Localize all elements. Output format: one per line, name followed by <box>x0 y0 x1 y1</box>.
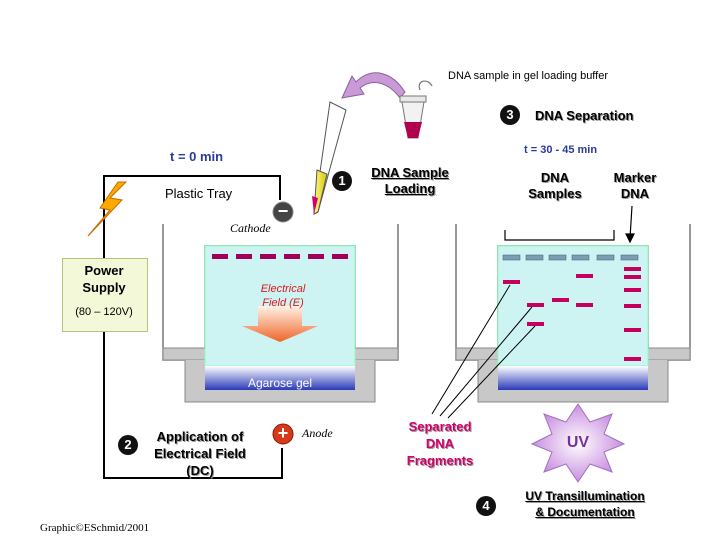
cathode-label: Cathode <box>230 221 271 235</box>
pipette-icon <box>312 101 347 215</box>
electrical-field-label: Electrical Field (E) <box>260 283 306 309</box>
left-electrophoresis-tray <box>162 224 399 403</box>
fragment-pointer-lines <box>431 284 536 419</box>
uv-label: UV <box>566 434 590 451</box>
power-supply-box <box>62 258 148 332</box>
field-direction-arrow <box>242 306 318 342</box>
anode-label: Anode <box>302 426 333 440</box>
voltage-label: (80 – 120V) <box>75 306 133 318</box>
right-electrophoresis-tray <box>455 205 691 403</box>
sample-tube-icon <box>399 80 433 139</box>
t-zero-label: t = 0 min <box>170 149 224 164</box>
dna-sample-buffer-label: DNA sample in gel loading buffer <box>448 70 609 82</box>
anode-terminal-icon <box>272 423 294 445</box>
lightning-bolt-icon <box>87 181 128 237</box>
sample-wells <box>212 254 348 259</box>
step-3-badge: 3 <box>500 105 520 125</box>
credit-label: Graphic©ESchmid/2001 <box>40 522 150 534</box>
step-2-badge: 2 <box>118 435 138 455</box>
plastic-tray-label: Plastic Tray <box>165 186 233 201</box>
t-range-label: t = 30 - 45 min <box>524 144 598 156</box>
step-4-badge: 4 <box>476 496 496 516</box>
step-2-label: Application of Electrical Field (DC) <box>154 429 246 478</box>
cathode-minus-symbol: − <box>277 201 289 221</box>
separated-fragments-label: Separated DNA Fragments <box>406 419 474 468</box>
left-agarose-gel-label: Agarose gel <box>247 376 313 390</box>
dna-samples-label: DNA Samples <box>528 170 582 201</box>
cathode-terminal-icon <box>272 201 294 223</box>
marker-pointer-arrow <box>625 205 635 244</box>
dna-bands <box>503 267 641 361</box>
step-4-label: UV Transillumination & Documentation <box>525 489 645 519</box>
gel-wells <box>502 254 639 261</box>
step-1-label: DNA Sample Loading <box>371 165 449 196</box>
samples-bracket <box>504 230 615 241</box>
uv-burst-icon <box>530 403 626 483</box>
power-supply-label: Power Supply <box>82 263 126 295</box>
curved-transfer-arrow <box>341 72 406 99</box>
step-3-label: DNA Separation <box>535 108 634 123</box>
marker-dna-label: Marker DNA <box>613 170 657 201</box>
step-1-badge: 1 <box>332 171 352 191</box>
anode-plus-symbol: + <box>277 423 289 443</box>
